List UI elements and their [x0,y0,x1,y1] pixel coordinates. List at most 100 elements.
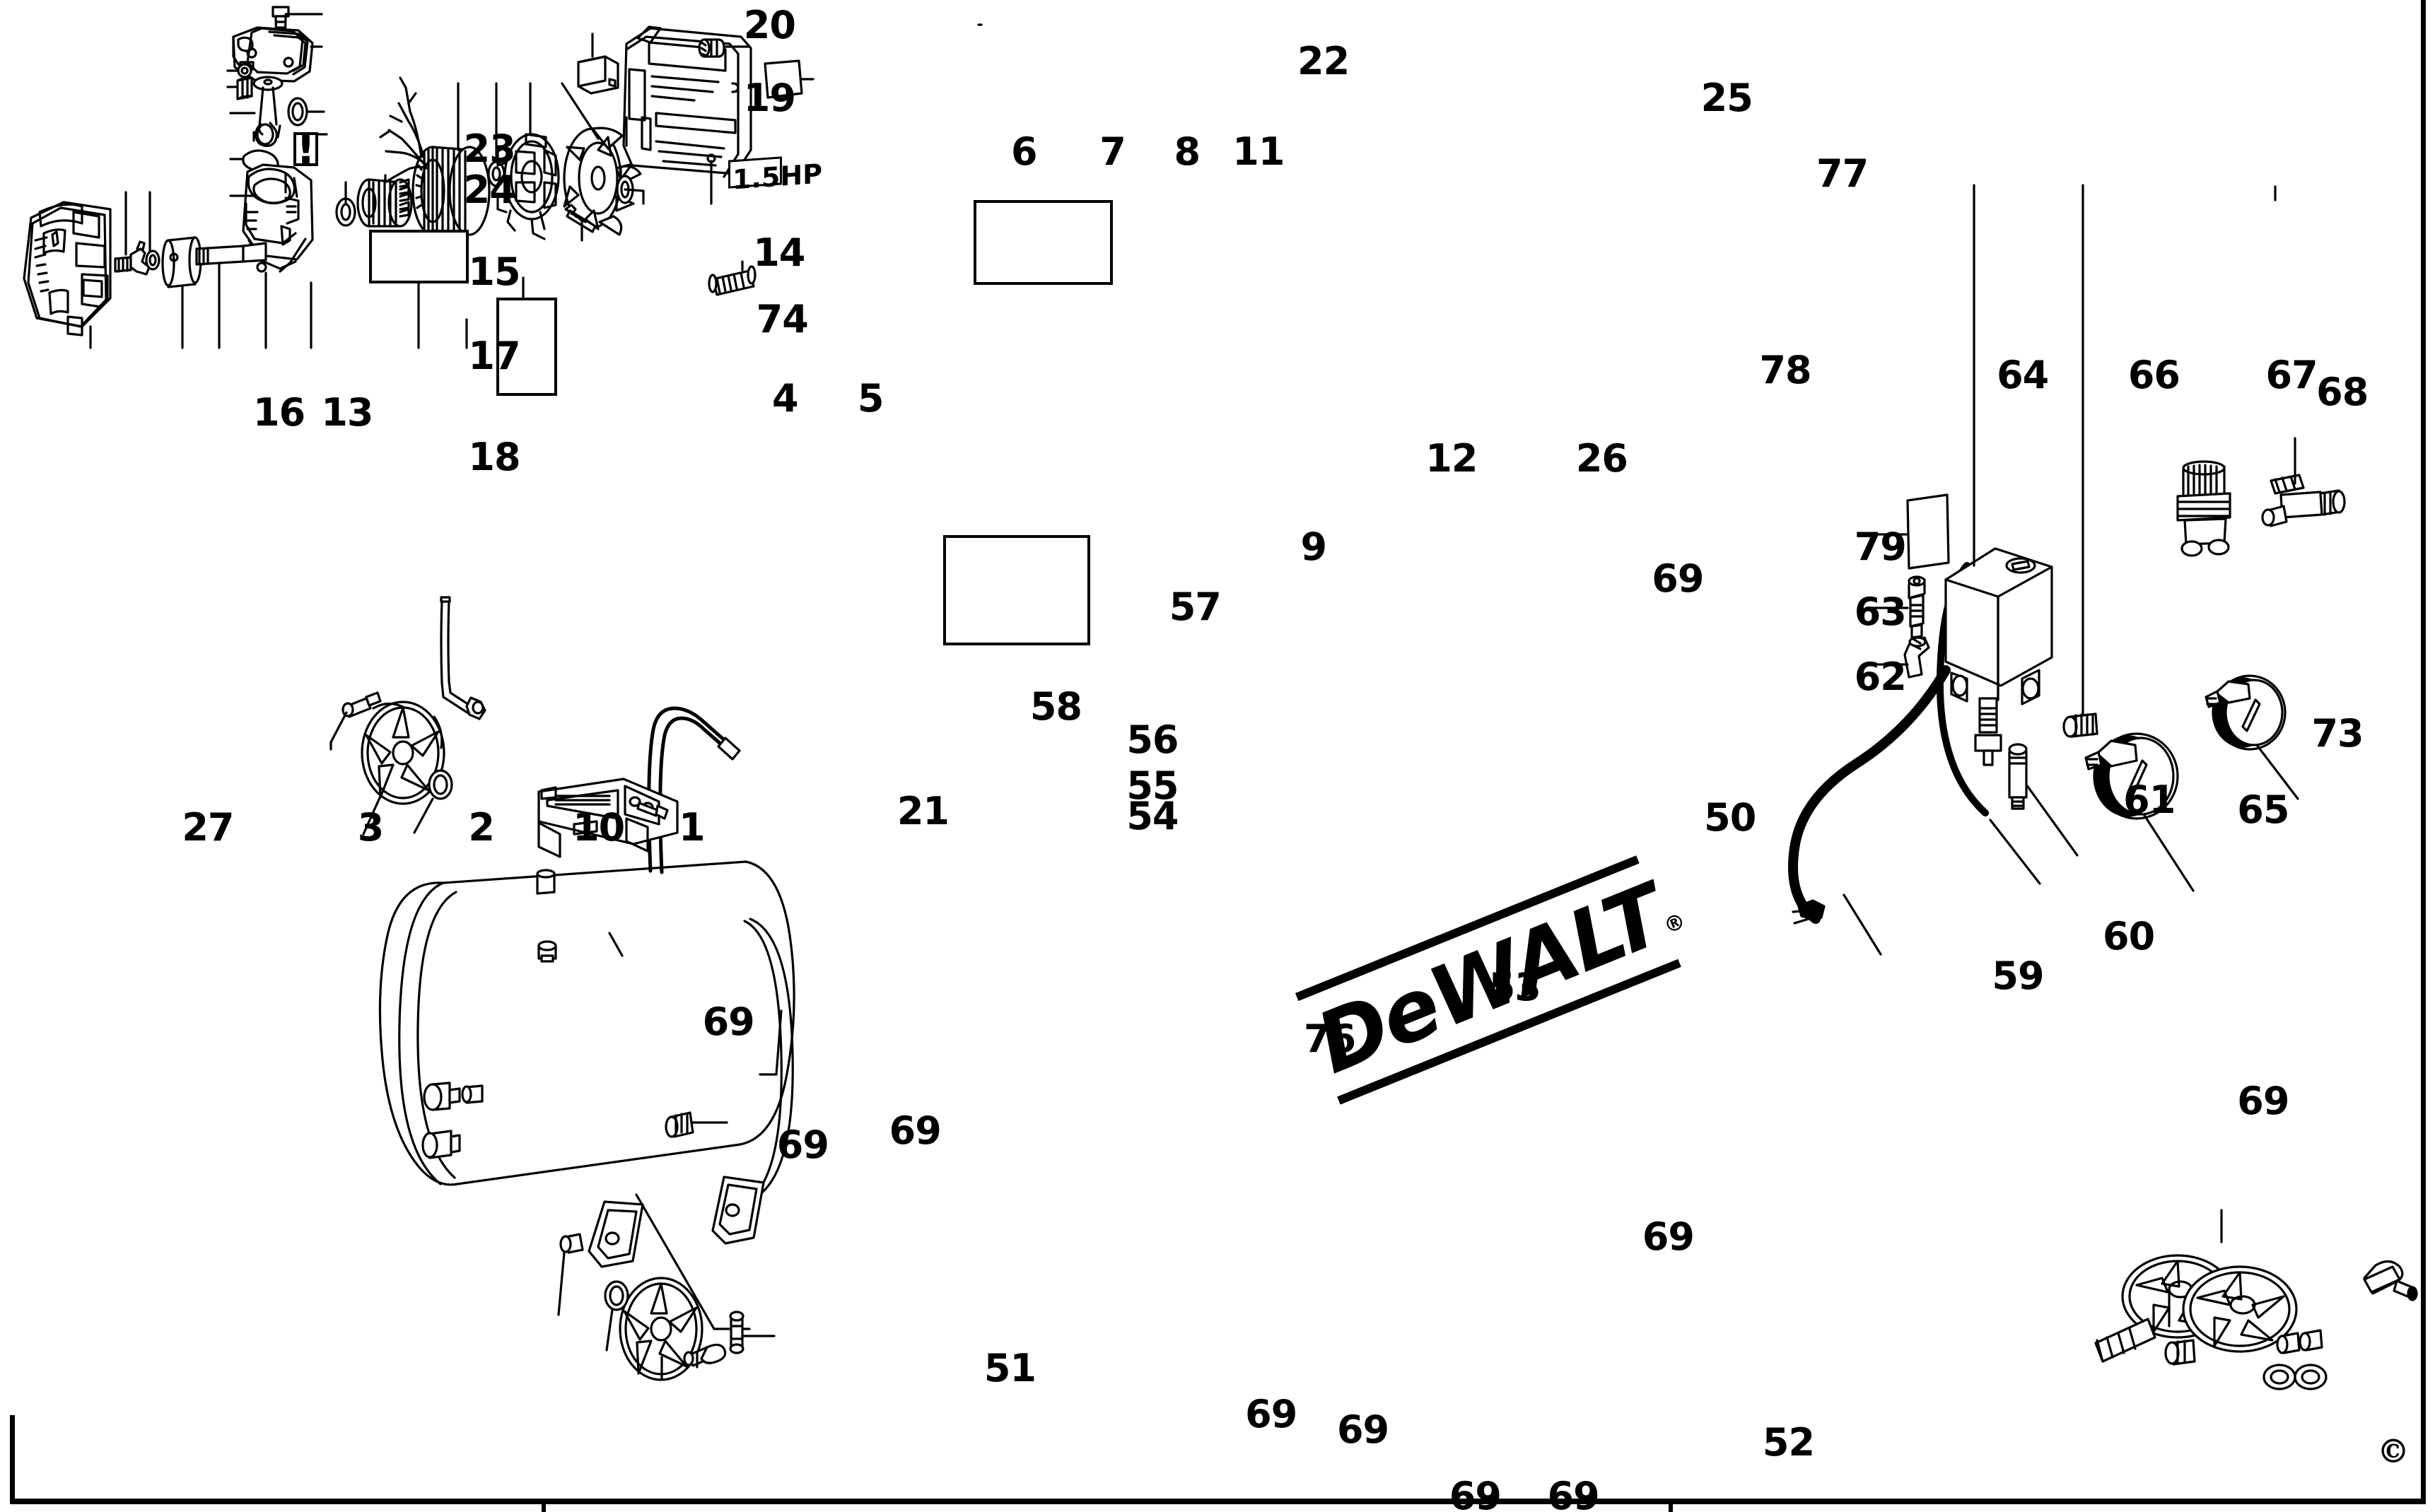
sheet-frame-divider-2 [1669,1499,1673,1512]
callout-59: 59 [1992,953,2044,998]
callout-69: 69 [1547,1474,1600,1512]
part-69-nipple-top [708,265,757,296]
callout-64: 64 [1997,352,2049,397]
callout-26: 26 [1575,436,1628,481]
callout-69: 69 [702,999,755,1044]
part-9-bolt [564,204,597,233]
part-53-screw [636,802,669,820]
part-27-shroud [23,201,112,336]
warning-label-box: ! [293,128,318,170]
callout-21: 21 [897,789,950,834]
part-67-regulator [2176,460,2231,557]
part-2-shaft [195,242,267,266]
callout-52: 52 [1762,1420,1815,1465]
callout-61: 61 [2123,778,2176,823]
part-13-oring [145,250,160,271]
part-25-bumper [698,38,725,58]
callout-57: 57 [1169,585,1222,630]
callout-9: 9 [1300,524,1327,570]
callout-15: 15 [468,250,520,295]
callout-1: 1 [679,804,706,850]
callout-69: 69 [1642,1214,1695,1260]
part-69-kit-wheel-a [2121,1254,2234,1339]
callout-69: 69 [1336,1407,1389,1453]
part-68-ball-valve [2261,474,2346,527]
part-23-oring [237,63,252,78]
callout-2: 2 [468,804,495,850]
callout-69: 69 [776,1123,829,1168]
callout-51: 51 [983,1345,1037,1390]
callout-77: 77 [1816,151,1869,197]
part-58-rod [977,23,983,26]
rotor-armature-inset [369,230,469,283]
callout-13: 13 [321,390,373,435]
part-69-washer-left [428,769,453,800]
part-51-plug [423,1082,461,1111]
exclamation-icon: ! [296,124,316,174]
part-73-gauge [2205,674,2287,751]
callout-10: 10 [573,804,625,850]
part-69-kit-wheel-b [2182,1265,2298,1353]
part-69-kit-nuts-b [2276,1329,2323,1354]
callout-16: 16 [253,390,305,435]
part-19-cylinder-head [232,26,314,83]
part-69-kit-washers [2262,1364,2328,1390]
part-69-nut-mid [665,1111,694,1138]
part-69-washer-right [604,1280,629,1311]
callout-66: 66 [2127,352,2180,397]
copyright-icon: © [2377,1432,2410,1470]
part-22-capacitor [577,55,619,95]
part-69-axlebolt-right [683,1343,727,1367]
callout-4: 4 [772,376,799,421]
callout-79: 79 [1854,524,1907,570]
part-18-crankcase [242,163,314,273]
part-17-gasket [242,149,279,172]
part-69-wheel-right [619,1277,703,1381]
part-50-air-tank [378,706,795,1268]
callout-23: 23 [463,126,516,171]
callout-20: 20 [743,2,796,47]
callout-56: 56 [1126,717,1179,763]
callout-60: 60 [2103,913,2155,959]
part-10-pin [256,262,267,273]
callout-7: 7 [1099,129,1126,174]
part-69-kit-rod [2094,1318,2156,1363]
wheel-hardware-kit-inset [943,535,1090,645]
callout-54: 54 [1126,793,1179,838]
sheet-frame-divider-1 [542,1499,546,1512]
callout-6: 6 [1010,129,1038,174]
part-69-hexnut-bottom [559,1233,584,1254]
part-69-axle-bolt-left [341,691,382,718]
callout-17: 17 [468,333,520,378]
callout-18: 18 [468,434,520,479]
callout-53: 53 [1488,964,1541,1009]
part-66-fitting [2062,713,2098,738]
part-14-seal [287,97,308,127]
callout-65: 65 [2237,787,2289,832]
callout-11: 11 [1232,129,1285,174]
callout-19: 19 [743,75,796,120]
callout-73: 73 [2311,711,2364,756]
part-58-wrench [440,596,486,720]
part-69-kit-nut-a [2164,1339,2196,1366]
callout-22: 22 [1297,39,1350,84]
part-5-rotor [356,178,413,228]
part-63-safety-valve [1908,575,1926,639]
part-69-kit-axle [2363,1260,2418,1301]
callout-76: 76 [1303,1016,1356,1062]
callout-69: 69 [1652,556,1704,602]
part-59-power-cord [1788,665,1951,925]
part-11-fan [563,127,642,236]
part-62-elbow [1903,636,1930,679]
callout-55: 55 [1126,763,1179,809]
part-3-cylinder [161,236,202,288]
sheet-frame-left [10,1415,15,1504]
part-52-draincock [729,1311,744,1354]
callout-3: 3 [357,804,385,850]
callout-69: 69 [1449,1474,1502,1512]
rating-plate-text: 1.5HP [732,158,822,196]
callout-69: 69 [2237,1078,2289,1123]
callout-63: 63 [1854,590,1907,635]
callout-67: 67 [2265,352,2318,397]
